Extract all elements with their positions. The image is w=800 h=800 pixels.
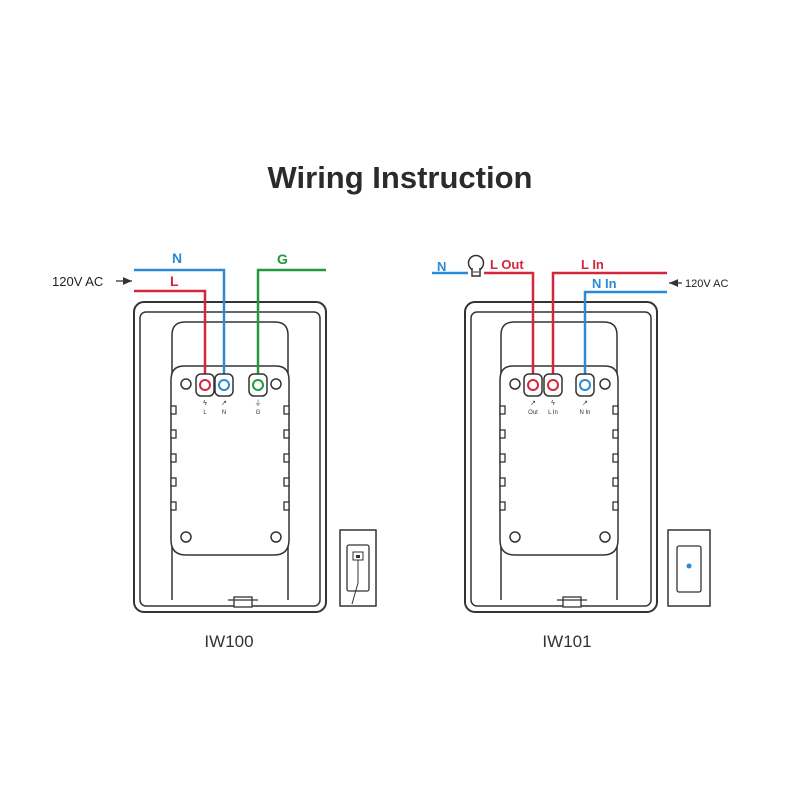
- supply-label: 120V AC: [52, 274, 103, 289]
- diagram-iw100: ϟ ↗ ⏚ L N G N L G 120V AC IW100: [52, 250, 377, 651]
- wire-ground: [256, 268, 326, 378]
- wire-line-in: [551, 271, 667, 378]
- terminal-l-in: [543, 373, 563, 397]
- mount-hole: [180, 531, 192, 543]
- switch-preview-iw100: [339, 529, 377, 607]
- terminal-g: [248, 373, 268, 397]
- mount-hole: [599, 531, 611, 543]
- wall-plate-inner: [470, 311, 652, 607]
- mount-hole: [270, 531, 282, 543]
- switch-preview-iw101: [667, 529, 711, 607]
- diagram-iw101: ↗ ϟ ↗ Out L In N In N L Out L In N In 12…: [432, 254, 728, 651]
- terminal-label-l: L: [203, 410, 207, 416]
- terminal-label-out: Out: [528, 410, 538, 416]
- mount-hole: [509, 378, 521, 390]
- terminal-n: [214, 373, 234, 397]
- led-indicator-icon: [686, 563, 692, 569]
- wire-label-g: G: [277, 251, 288, 267]
- model-label-iw101: IW101: [542, 632, 591, 651]
- mount-hole: [509, 531, 521, 543]
- wire-neutral-in: [583, 290, 667, 378]
- lightning-icon: ϟ: [203, 400, 207, 407]
- mount-hole: [270, 378, 282, 390]
- wire-line: [134, 289, 207, 378]
- module-side-tabs: [170, 405, 290, 511]
- switch-module: [499, 365, 619, 556]
- module-side-tabs: [499, 405, 619, 511]
- back-box: [171, 321, 289, 600]
- terminal-out: [523, 373, 543, 397]
- back-box: [500, 321, 618, 600]
- lightning-icon: ϟ: [551, 400, 555, 407]
- page-title: Wiring Instruction: [267, 160, 533, 195]
- switch-symbol-icon: ↗: [530, 400, 536, 407]
- wall-plate-inner: [139, 311, 321, 607]
- terminal-n-in: [575, 373, 595, 397]
- terminal-label-g: G: [256, 410, 261, 416]
- mount-hole: [180, 378, 192, 390]
- wire-neutral: [134, 268, 226, 378]
- terminal-label-l-in: L In: [548, 410, 558, 416]
- terminal-label-n-in: N In: [579, 410, 590, 416]
- bottom-tab: [557, 596, 587, 608]
- wire-label-l-out: L Out: [490, 257, 524, 272]
- wire-label-l: L: [170, 273, 179, 289]
- wire-label-n: N: [172, 250, 182, 266]
- light-bulb-icon: [467, 254, 485, 277]
- wire-line-out: [484, 271, 535, 378]
- wire-label-n-in: N In: [592, 276, 617, 291]
- wire-label-n-load: N: [437, 259, 446, 274]
- terminal-label-n: N: [222, 410, 226, 416]
- wire-label-l-in: L In: [581, 257, 604, 272]
- switch-module: [170, 365, 290, 556]
- bottom-tab: [228, 596, 258, 608]
- mount-hole: [599, 378, 611, 390]
- switch-symbol-icon: ↗: [221, 400, 227, 407]
- switch-symbol-icon: ↗: [582, 400, 588, 407]
- wall-plate: [133, 301, 327, 613]
- terminal-l: [195, 373, 215, 397]
- wall-plate: [464, 301, 658, 613]
- model-label-iw100: IW100: [204, 632, 253, 651]
- ground-symbol-icon: ⏚: [255, 399, 262, 407]
- supply-label: 120V AC: [685, 278, 728, 290]
